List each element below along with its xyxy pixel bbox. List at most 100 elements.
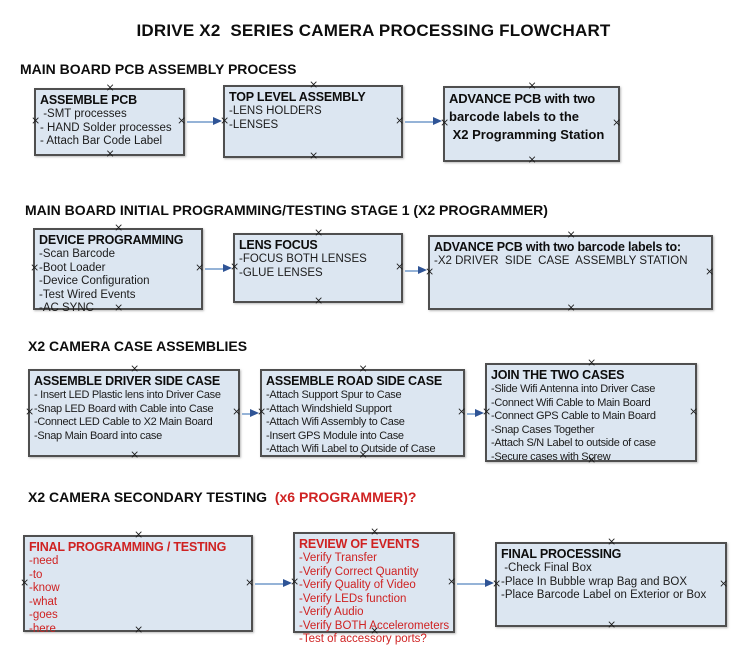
step-item: -Attach Support Spur to Case — [266, 389, 402, 401]
connection-point — [309, 152, 318, 160]
connection-point — [607, 538, 616, 546]
box-review-of-events[interactable]: REVIEW OF EVENTS -Verify Transfer -Verif… — [290, 528, 456, 645]
connector-arrow[interactable] — [467, 409, 484, 418]
section-heading-secondary-testing: X2 CAMERA SECONDARY TESTING (x6 PROGRAMM… — [28, 489, 416, 505]
step-item: -Snap Main Board into case — [34, 429, 162, 442]
step-item: -Snap Cases Together — [491, 423, 595, 436]
arrow-line — [187, 120, 216, 123]
box-final-processing[interactable]: FINAL PROCESSING -Check Final Box -Place… — [492, 538, 728, 629]
box-top-level-assembly[interactable]: TOP LEVEL ASSEMBLY -LENS HOLDERS -LENSES — [220, 81, 404, 160]
step-item: -Test Wired Events — [39, 288, 136, 301]
arrow-head-icon — [475, 409, 484, 417]
connection-point — [705, 268, 714, 276]
step-item: -here — [29, 622, 56, 635]
step-item: -Scan Barcode — [39, 248, 116, 260]
step-item: -Verify Audio — [299, 606, 364, 618]
step-item: -Insert GPS Module into Case — [266, 429, 404, 442]
step-item: -Verify Correct Quantity — [299, 565, 419, 578]
section-heading-initial-programming: MAIN BOARD INITIAL PROGRAMMING/TESTING S… — [25, 202, 548, 218]
box-final-programming-testing[interactable]: FINAL PROGRAMMING / TESTING -need -to -k… — [20, 531, 254, 635]
step-item: -know — [29, 582, 60, 594]
step-item: -what — [29, 595, 58, 608]
step-item: -Place In Bubble wrap Bag and BOX — [501, 575, 688, 588]
step-item: -Attach Wifi Label to Outside of Case — [266, 443, 436, 455]
step-item: -Check Final Box — [501, 562, 592, 574]
step-item: -Device Configuration — [39, 275, 150, 287]
step-item: -Slide Wifi Antenna into Driver Case — [491, 383, 656, 395]
connection-point — [114, 224, 123, 232]
connector-arrow[interactable] — [255, 579, 292, 588]
arrow-head-icon — [283, 579, 292, 587]
step-item: -Secure cases with Screw — [491, 450, 611, 463]
box-title: ADVANCE PCB with two barcode labels to: — [434, 240, 681, 254]
box-title: DEVICE PROGRAMMING — [39, 233, 184, 247]
step-item: -Snap LED Board with Cable into Case — [34, 402, 214, 415]
connection-point — [25, 408, 34, 416]
connector-arrow[interactable] — [405, 266, 427, 275]
box-title: JOIN THE TWO CASES — [491, 368, 625, 382]
arrow-line — [405, 269, 421, 272]
box-title: ASSEMBLE DRIVER SIDE CASE — [34, 374, 221, 388]
step-item: -GLUE LENSES — [239, 266, 323, 279]
step-item: -Attach Windshield Support — [266, 402, 392, 415]
box-title: LENS FOCUS — [239, 238, 318, 252]
connector-arrow[interactable] — [457, 579, 494, 588]
arrow-line — [405, 120, 436, 123]
step-item: -Connect Wifi Cable to Main Board — [491, 396, 651, 409]
box-device-programming[interactable]: DEVICE PROGRAMMING -Scan Barcode -Boot L… — [30, 224, 204, 314]
connection-point — [30, 264, 39, 272]
step-item: - Insert LED Plastic lens into Driver Ca… — [34, 389, 221, 401]
connection-point — [106, 84, 115, 92]
connection-point — [528, 156, 537, 164]
arrow-line — [255, 582, 286, 585]
step-item: -AC SYNC — [39, 302, 94, 314]
connection-point — [130, 451, 139, 459]
step-item: -Connect GPS Cable to Main Board — [491, 410, 656, 422]
arrow-head-icon — [418, 266, 427, 274]
box-assemble-driver-side-case[interactable]: ASSEMBLE DRIVER SIDE CASE - Insert LED P… — [25, 365, 241, 459]
arrow-line — [467, 412, 478, 415]
step-item: -X2 DRIVER SIDE CASE ASSEMBLY STATION — [434, 255, 688, 267]
box-advance-pcb-driver-side-station[interactable]: ADVANCE PCB with two barcode labels to: … — [425, 231, 714, 312]
box-assemble-pcb[interactable]: ASSEMBLE PCB -SMT processes - HAND Solde… — [31, 84, 186, 158]
box-title: REVIEW OF EVENTS — [299, 537, 420, 551]
step-item: -Verify Quality of Video — [299, 579, 416, 591]
step-item: -LENSES — [229, 118, 279, 131]
step-item: X2 Programming Station — [449, 127, 605, 142]
arrow-head-icon — [250, 409, 259, 417]
page-title: IDRIVE X2 SERIES CAMERA PROCESSING FLOWC… — [136, 21, 611, 40]
box-assemble-road-side-case[interactable]: ASSEMBLE ROAD SIDE CASE -Attach Support … — [257, 365, 466, 459]
heading-black-text: X2 CAMERA SECONDARY TESTING — [28, 489, 271, 505]
step-item: - HAND Solder processes — [40, 121, 172, 134]
step-item: -Place Barcode Label on Exterior or Box — [501, 589, 707, 601]
step-item: -Connect LED Cable to X2 Main Board — [34, 416, 213, 428]
step-item: -SMT processes — [40, 108, 127, 120]
connector-arrow[interactable] — [205, 264, 232, 273]
step-item: -Boot Loader — [39, 261, 106, 274]
section-heading-pcb-assembly: MAIN BOARD PCB ASSEMBLY PROCESS — [20, 61, 297, 77]
connector-arrow[interactable] — [187, 117, 222, 126]
step-item: -FOCUS BOTH LENSES — [239, 253, 367, 265]
connection-point — [20, 579, 29, 587]
arrow-head-icon — [223, 264, 232, 272]
arrow-line — [205, 267, 226, 270]
arrow-line — [457, 582, 488, 585]
arrow-head-icon — [485, 579, 494, 587]
box-advance-pcb-programming-station[interactable]: ADVANCE PCB with two barcode labels to t… — [440, 82, 621, 164]
step-item: -to — [29, 568, 43, 581]
box-title: FINAL PROCESSING — [501, 547, 622, 561]
connector-arrow[interactable] — [405, 117, 442, 126]
box-lens-focus[interactable]: LENS FOCUS -FOCUS BOTH LENSES -GLUE LENS… — [230, 229, 404, 305]
box-title: ASSEMBLE PCB — [40, 93, 137, 107]
connector-arrow[interactable] — [242, 409, 259, 418]
step-item: -Verify LEDs function — [299, 592, 407, 605]
connection-point — [31, 117, 40, 125]
connection-point — [309, 81, 318, 89]
box-title: FINAL PROGRAMMING / TESTING — [29, 540, 227, 554]
box-join-the-two-cases[interactable]: JOIN THE TWO CASES -Slide Wifi Antenna i… — [482, 359, 698, 464]
box-title: TOP LEVEL ASSEMBLY — [229, 90, 366, 104]
arrow-head-icon — [213, 117, 222, 125]
step-item: barcode labels to the — [449, 109, 580, 124]
step-item: -LENS HOLDERS — [229, 105, 322, 117]
